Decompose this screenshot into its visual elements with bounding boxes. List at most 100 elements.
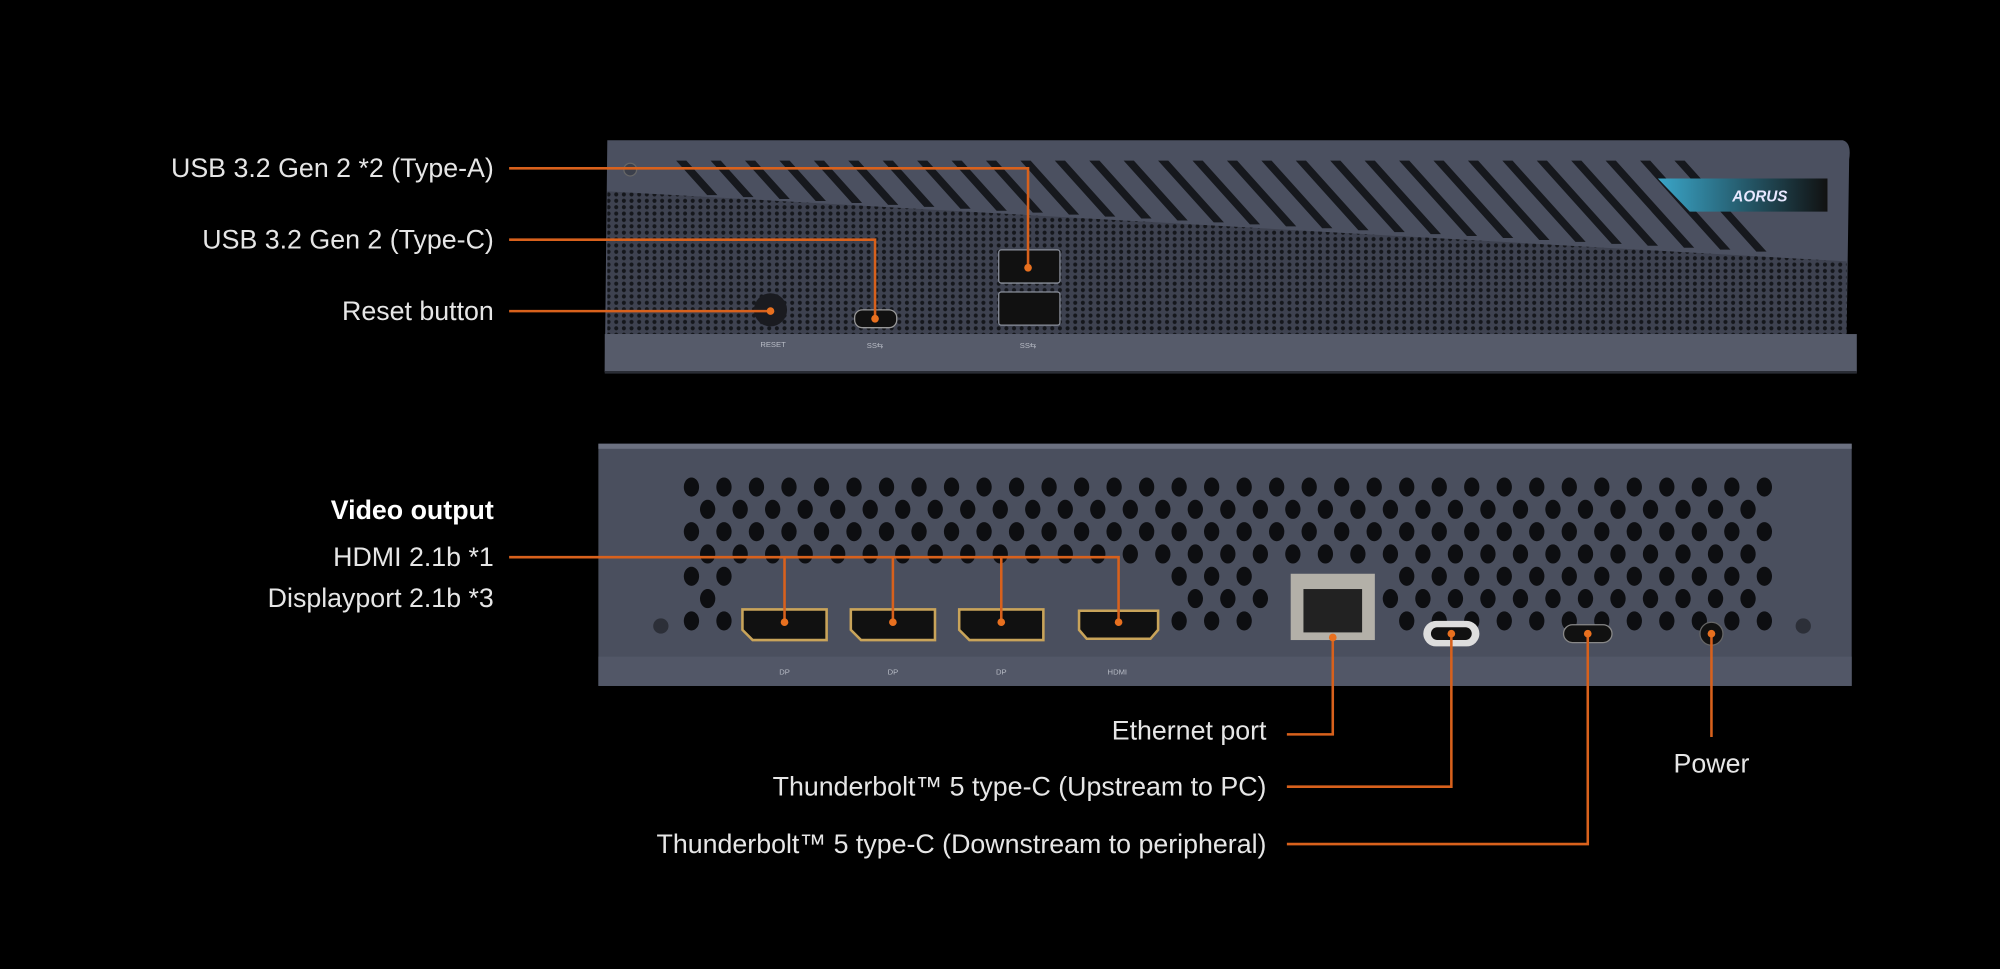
vent-hole: [1350, 544, 1366, 564]
hdmi-label: HDMI 2.1b *1: [333, 542, 494, 572]
vent-hole: [1171, 522, 1187, 542]
vent-slot: [1571, 160, 1659, 246]
vent-hole: [1301, 522, 1317, 542]
vent-hole: [1756, 566, 1773, 586]
vent-hole: [1594, 566, 1610, 586]
vent-hole: [699, 589, 716, 609]
vent-hole: [1252, 589, 1269, 609]
vent-hole: [878, 522, 895, 542]
vent-hole: [716, 477, 732, 497]
vent-hole: [732, 544, 748, 564]
vent-hole: [1431, 522, 1447, 542]
vent-hole: [846, 522, 862, 542]
vent-hole: [1691, 522, 1707, 542]
usb-c-leader: [509, 238, 877, 319]
dp-mark: DP: [996, 667, 1007, 676]
vent-hole: [976, 522, 992, 542]
vent-slot: [1536, 160, 1622, 244]
dp-mark: DP: [888, 667, 899, 676]
vent-hole: [1610, 589, 1626, 609]
tb5-downstream-leader: [1286, 633, 1590, 846]
vent-hole: [1057, 544, 1073, 564]
vent-hole: [1366, 522, 1382, 542]
vent-hole: [748, 477, 765, 497]
vent-hole: [1122, 499, 1138, 519]
vent-slot: [1226, 160, 1297, 227]
vent-hole: [1041, 477, 1057, 497]
vent-hole: [1659, 477, 1675, 497]
vent-hole: [1138, 477, 1155, 497]
aorus-badge: AORUS: [1657, 178, 1828, 212]
vent-hole: [1187, 544, 1203, 564]
usb-a-port-2: [998, 291, 1061, 326]
vent-hole: [895, 544, 911, 564]
usb-a-label: USB 3.2 Gen 2 *2 (Type-A): [171, 153, 494, 183]
vent-hole: [1025, 499, 1041, 519]
vent-hole: [1561, 566, 1577, 586]
vent-hole: [1756, 522, 1773, 542]
vent-hole: [1642, 589, 1659, 609]
vent-hole: [765, 499, 781, 519]
vent-hole: [683, 477, 700, 497]
usb-c-label: USB 3.2 Gen 2 (Type-C): [202, 225, 494, 255]
vent-slot: [917, 160, 971, 209]
vent-hole: [846, 477, 862, 497]
vent-hole: [1529, 611, 1545, 631]
vent-hole: [1008, 522, 1025, 542]
front-label-strip: [604, 334, 1857, 373]
vent-hole: [1561, 477, 1577, 497]
vent-hole: [716, 522, 732, 542]
vent-hole: [1447, 544, 1464, 564]
vent-hole: [1220, 589, 1236, 609]
screw-icon: [653, 618, 669, 634]
vent-hole: [1236, 522, 1252, 542]
vent-hole: [1171, 477, 1187, 497]
rear-callouts: Video output HDMI 2.1b *1 Displayport 2.…: [268, 495, 1750, 859]
vent-hole: [1399, 566, 1415, 586]
vent-slot: [1399, 160, 1478, 237]
vent-hole: [1415, 589, 1431, 609]
vent-slot: [1054, 160, 1116, 217]
vent-hole: [699, 544, 716, 564]
vent-hole: [1464, 566, 1480, 586]
brand-logo: AORUS: [1731, 188, 1788, 205]
video-output-heading: Video output: [331, 495, 494, 525]
vent-hole: [1480, 499, 1496, 519]
vent-hole: [1707, 544, 1724, 564]
vent-hole: [1366, 477, 1382, 497]
vent-hole: [1740, 499, 1756, 519]
vent-hole: [1545, 544, 1561, 564]
vent-hole: [1561, 522, 1577, 542]
vent-hole: [830, 544, 846, 564]
vent-hole: [1106, 477, 1122, 497]
vent-hole: [1659, 566, 1675, 586]
vent-hole: [1496, 522, 1512, 542]
front-panel: AORUS RESET SS⇆ SS⇆: [604, 140, 1857, 374]
ethernet-label: Ethernet port: [1112, 716, 1267, 746]
vent-hole: [1204, 477, 1220, 497]
vent-hole: [1350, 499, 1366, 519]
rear-panel: DP DP DP HDMI: [598, 443, 1852, 686]
vent-hole: [862, 544, 878, 564]
vent-hole: [1187, 589, 1203, 609]
vent-slot: [779, 160, 826, 201]
vent-hole: [1724, 522, 1740, 542]
vent-hole: [1480, 544, 1496, 564]
vent-hole: [732, 499, 748, 519]
vent-hole: [862, 499, 878, 519]
vent-hole: [1464, 477, 1480, 497]
vent-hole: [1220, 499, 1236, 519]
vent-slot: [1089, 160, 1152, 219]
vent-hole: [1025, 544, 1041, 564]
vent-hole: [1447, 589, 1464, 609]
vent-hole: [911, 522, 927, 542]
rear-vent-holes: [683, 477, 1773, 631]
vent-hole: [1626, 522, 1642, 542]
vent-hole: [683, 566, 700, 586]
vent-hole: [960, 499, 976, 519]
vent-hole: [1057, 499, 1073, 519]
vent-hole: [1464, 522, 1480, 542]
tb5-downstream-label: Thunderbolt™ 5 type-C (Downstream to per…: [657, 829, 1267, 859]
rear-label-strip: [598, 656, 1852, 686]
vent-slot: [813, 160, 863, 203]
